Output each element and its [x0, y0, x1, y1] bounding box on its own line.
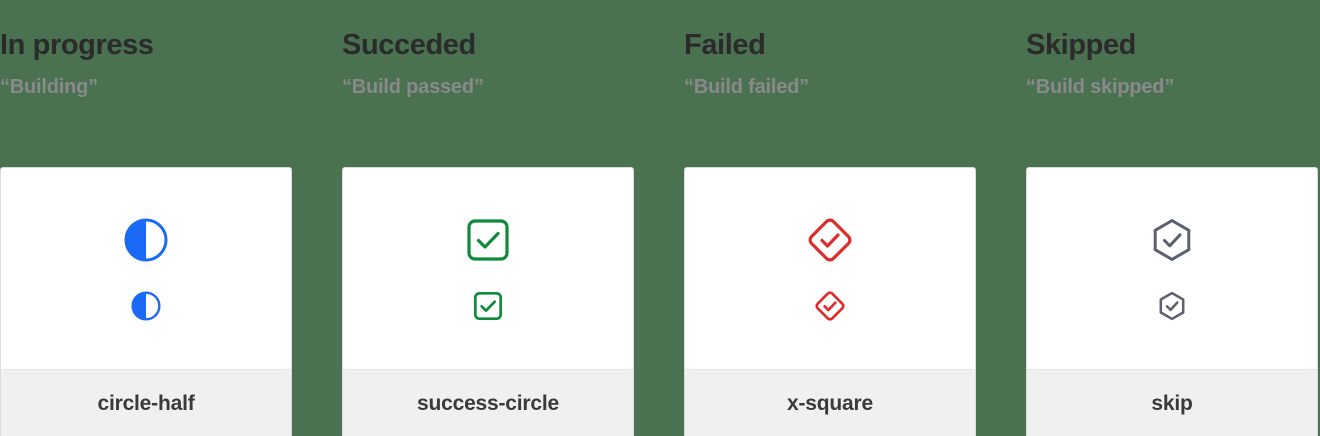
- column-header: In progress “Building”: [0, 29, 292, 98]
- column-header: Succeded “Build passed”: [342, 29, 634, 98]
- x-square-icon-small: [814, 290, 846, 322]
- status-title: In progress: [0, 29, 154, 61]
- icon-card[interactable]: circle-half: [0, 167, 292, 436]
- status-title: Skipped: [1026, 29, 1136, 61]
- status-column-skipped: Skipped “Build skipped”: [1026, 0, 1318, 436]
- status-column-in-progress: In progress “Building”: [0, 0, 292, 436]
- icon-name-label: success-circle: [417, 392, 559, 415]
- icon-card-footer: success-circle: [343, 369, 633, 436]
- skip-icon: [1148, 216, 1196, 264]
- icon-name-label: circle-half: [97, 392, 195, 415]
- status-column-failed: Failed “Build failed”: [684, 0, 976, 436]
- icon-card[interactable]: success-circle: [342, 167, 634, 436]
- status-title: Succeded: [342, 29, 476, 61]
- icon-name-label: skip: [1151, 392, 1193, 415]
- status-message: “Build passed”: [342, 75, 484, 98]
- circle-half-icon: [122, 216, 170, 264]
- icon-card-footer: circle-half: [1, 369, 291, 436]
- skip-icon-small: [1156, 290, 1188, 322]
- icon-card-footer: skip: [1027, 369, 1317, 436]
- circle-half-icon-small: [130, 290, 162, 322]
- status-column-succeded: Succeded “Build passed”: [342, 0, 634, 436]
- icon-card-body: [1027, 168, 1317, 369]
- success-circle-icon: [464, 216, 512, 264]
- icon-card-footer: x-square: [685, 369, 975, 436]
- icon-card-body: [685, 168, 975, 369]
- success-circle-icon-small: [472, 290, 504, 322]
- icon-card-body: [1, 168, 291, 369]
- icon-card[interactable]: x-square: [684, 167, 976, 436]
- column-header: Failed “Build failed”: [684, 29, 976, 98]
- icon-card-body: [343, 168, 633, 369]
- x-square-icon: [806, 216, 854, 264]
- icon-card[interactable]: skip: [1026, 167, 1318, 436]
- column-header: Skipped “Build skipped”: [1026, 29, 1318, 98]
- icon-name-label: x-square: [787, 392, 873, 415]
- status-title: Failed: [684, 29, 766, 61]
- status-message: “Building”: [0, 75, 98, 98]
- status-message: “Build skipped”: [1026, 75, 1175, 98]
- status-message: “Build failed”: [684, 75, 809, 98]
